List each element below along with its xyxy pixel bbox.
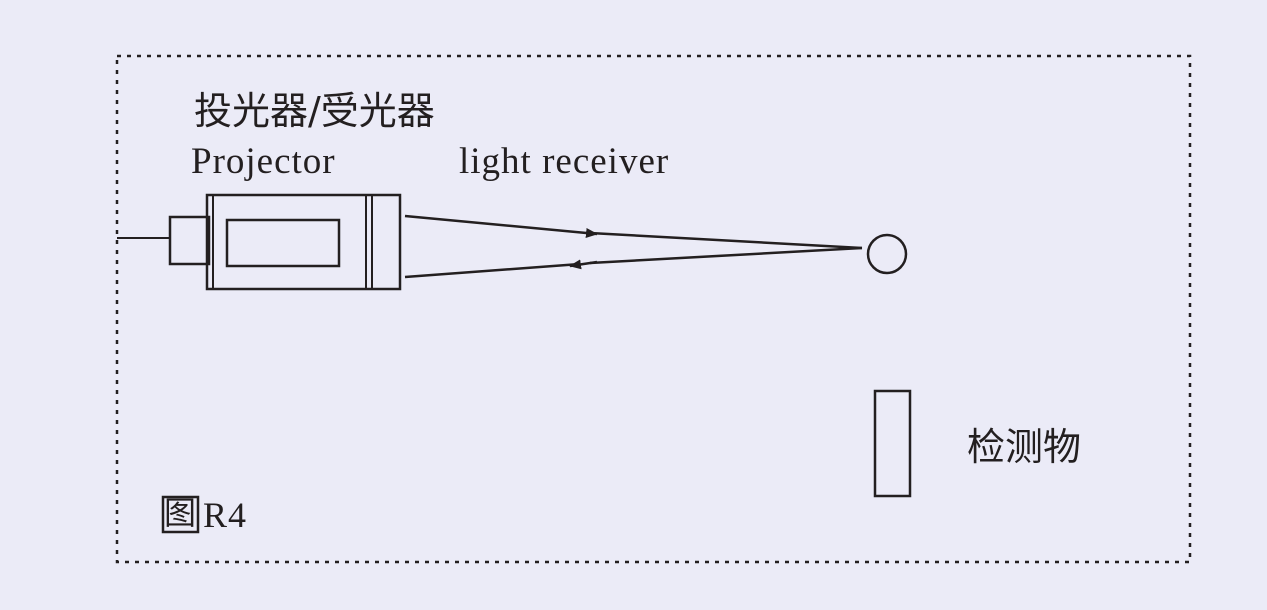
sensor-body: [205, 193, 402, 291]
reflector-circle: [866, 233, 908, 275]
figure-label-box: [161, 495, 200, 534]
figure-prefix: 图: [164, 494, 197, 532]
emitted-beam-arrow: [404, 214, 598, 238]
emitted-beam-line: [589, 231, 863, 250]
receiver-label: light receiver: [459, 141, 670, 182]
sensor-indicator-window: [225, 218, 341, 268]
reflected-beam-tail: [404, 262, 581, 279]
reflected-beam-line: [589, 246, 863, 265]
detected-object-label: 检测物: [967, 425, 1082, 469]
detected-object-block: [873, 389, 912, 498]
sensor-connector: [168, 215, 211, 266]
projector-label: Projector: [191, 141, 336, 182]
figure-id: R4: [203, 495, 248, 535]
device-title: 投光器/受光器: [194, 89, 435, 133]
